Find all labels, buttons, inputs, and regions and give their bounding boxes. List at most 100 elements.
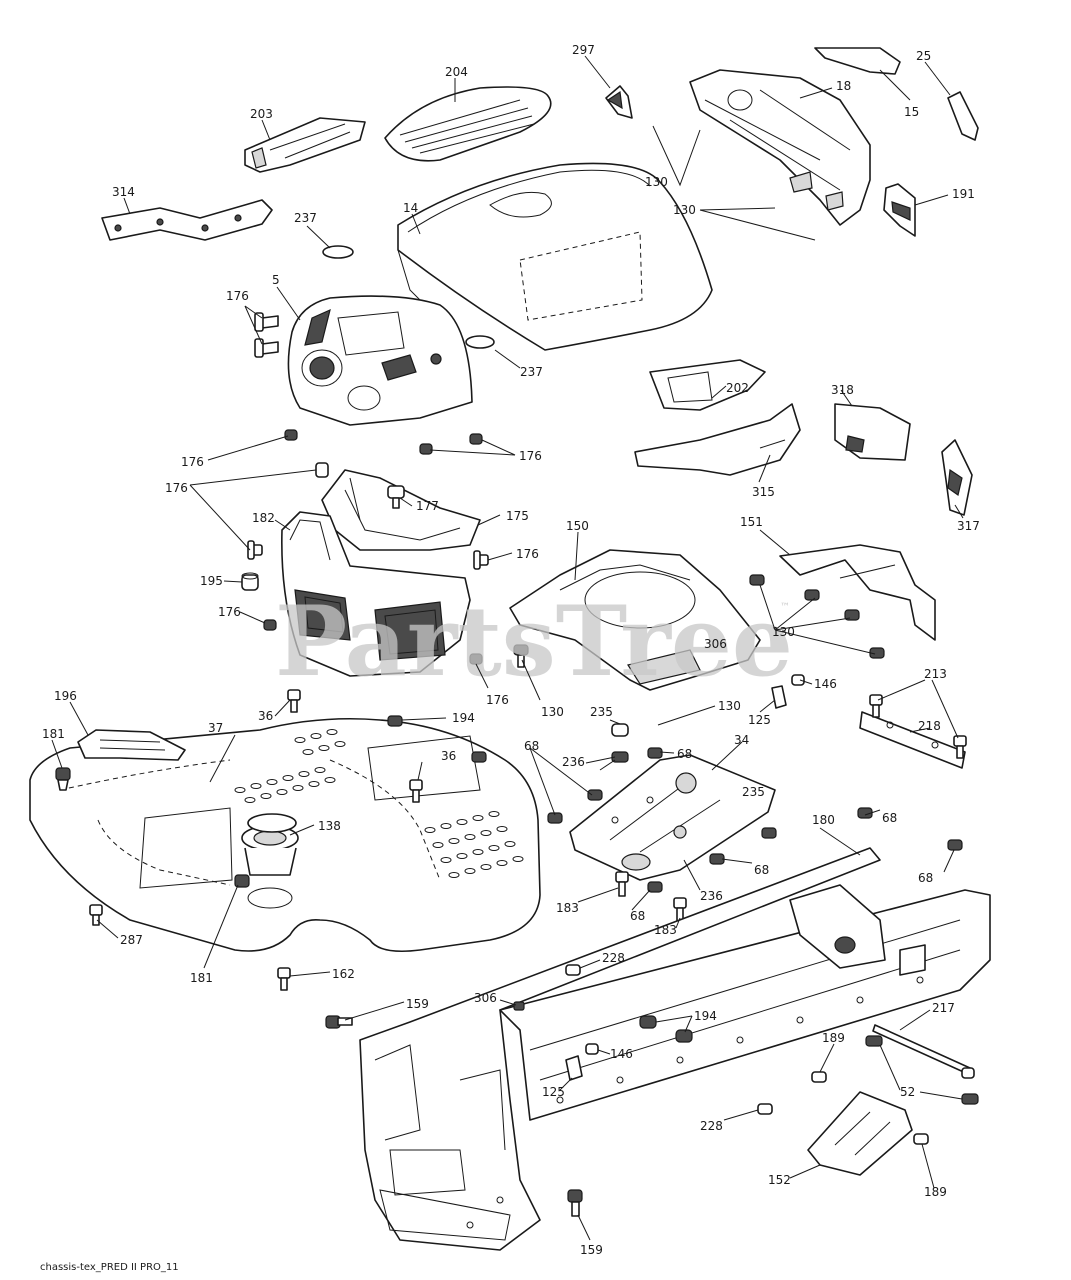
callout-236-b: 236 bbox=[700, 889, 723, 903]
callout-194-b: 194 bbox=[694, 1009, 717, 1023]
callout-68-d: 68 bbox=[754, 863, 769, 877]
part-36-bolts bbox=[287, 689, 423, 803]
callout-203: 203 bbox=[250, 107, 273, 121]
part-183-bolts bbox=[615, 871, 687, 923]
callout-176-e: 176 bbox=[516, 547, 539, 561]
part-130-bolts bbox=[513, 574, 885, 668]
watermark: PartsTree bbox=[275, 585, 793, 698]
callout-176-g: 176 bbox=[486, 693, 509, 707]
part-195-grommet bbox=[241, 572, 259, 591]
callout-228-b: 228 bbox=[700, 1119, 723, 1133]
callout-159-a: 159 bbox=[406, 997, 429, 1011]
callout-68-c: 68 bbox=[882, 811, 897, 825]
callout-194-a: 194 bbox=[452, 711, 475, 725]
callout-183-b: 183 bbox=[654, 923, 677, 937]
callout-159-b: 159 bbox=[580, 1243, 603, 1257]
callout-177: 177 bbox=[416, 499, 439, 513]
callout-306-b: 306 bbox=[474, 991, 497, 1005]
part-297-clip bbox=[605, 85, 633, 119]
watermark-trademark: ™ bbox=[780, 602, 790, 613]
part-202-panel bbox=[649, 359, 766, 411]
callout-176-b: 176 bbox=[181, 455, 204, 469]
vent-slots bbox=[234, 729, 524, 878]
part-204-cover bbox=[384, 86, 552, 162]
diagram-caption: chassis-tex_PRED II PRO_11 bbox=[40, 1262, 179, 1273]
callout-204: 204 bbox=[445, 65, 468, 79]
part-218-bracket bbox=[859, 711, 966, 769]
callout-236-a: 236 bbox=[562, 755, 585, 769]
callout-181-b: 181 bbox=[190, 971, 213, 985]
callout-125-b: 125 bbox=[542, 1085, 565, 1099]
part-191-bracket bbox=[883, 183, 916, 237]
part-203-bracket bbox=[244, 117, 366, 173]
part-15-trim bbox=[814, 47, 901, 75]
callout-196: 196 bbox=[54, 689, 77, 703]
callout-68-e: 68 bbox=[630, 909, 645, 923]
callout-176-d: 176 bbox=[165, 481, 188, 495]
part-235-spacers bbox=[611, 723, 629, 763]
part-189-bolts bbox=[811, 1071, 929, 1145]
callout-52: 52 bbox=[900, 1085, 915, 1099]
callout-176-a: 176 bbox=[226, 289, 249, 303]
callout-314: 314 bbox=[112, 185, 135, 199]
callout-5: 5 bbox=[272, 273, 280, 287]
callout-306-a: 306 bbox=[704, 637, 727, 651]
callout-125-a: 125 bbox=[748, 713, 771, 727]
callout-130-d: 130 bbox=[541, 705, 564, 719]
part-150-floor-pan bbox=[509, 549, 761, 691]
part-315-trim bbox=[634, 403, 801, 476]
callout-15: 15 bbox=[904, 105, 919, 119]
callout-36-a: 36 bbox=[258, 709, 273, 723]
callout-180: 180 bbox=[812, 813, 835, 827]
part-125-clip bbox=[771, 685, 787, 709]
part-68-bolts bbox=[547, 747, 963, 893]
part-182-grille bbox=[281, 511, 471, 677]
part-181-fasteners bbox=[55, 767, 250, 888]
callout-18: 18 bbox=[836, 79, 851, 93]
callout-235-b: 235 bbox=[742, 785, 765, 799]
part-175-bracket bbox=[321, 469, 481, 551]
callout-138: 138 bbox=[318, 819, 341, 833]
callout-146-b: 146 bbox=[610, 1047, 633, 1061]
callout-68-f: 68 bbox=[918, 871, 933, 885]
callout-237-a: 237 bbox=[294, 211, 317, 225]
part-180-frame bbox=[359, 847, 991, 1251]
callout-317: 317 bbox=[957, 519, 980, 533]
part-152-guard bbox=[807, 1091, 913, 1176]
callout-176-c: 176 bbox=[519, 449, 542, 463]
callout-287: 287 bbox=[120, 933, 143, 947]
part-34-plate bbox=[569, 754, 776, 881]
callout-228-a: 228 bbox=[602, 951, 625, 965]
part-146-clip-b bbox=[585, 1043, 599, 1055]
callout-68-b: 68 bbox=[524, 739, 539, 753]
callout-162: 162 bbox=[332, 967, 355, 981]
callout-150: 150 bbox=[566, 519, 589, 533]
callout-297: 297 bbox=[572, 43, 595, 57]
part-177-knob bbox=[387, 485, 405, 509]
part-314-strip bbox=[101, 199, 273, 241]
callout-176-f: 176 bbox=[218, 605, 241, 619]
callout-237-b: 237 bbox=[520, 365, 543, 379]
part-138-boot bbox=[247, 813, 297, 833]
part-14-hood bbox=[397, 162, 713, 351]
callout-130-e: 130 bbox=[718, 699, 741, 713]
callout-318: 318 bbox=[831, 383, 854, 397]
callout-146-a: 146 bbox=[814, 677, 837, 691]
callout-175: 175 bbox=[506, 509, 529, 523]
callout-151: 151 bbox=[740, 515, 763, 529]
callout-315: 315 bbox=[752, 485, 775, 499]
leader-lines bbox=[51, 55, 964, 1241]
part-318-cover bbox=[834, 403, 911, 461]
part-194-nuts bbox=[387, 715, 487, 763]
part-217-link bbox=[865, 1024, 979, 1105]
callout-181-a: 181 bbox=[42, 727, 65, 741]
callout-36-b: 36 bbox=[441, 749, 456, 763]
part-287-bolt bbox=[89, 904, 103, 926]
callout-195: 195 bbox=[200, 574, 223, 588]
callout-202: 202 bbox=[726, 381, 749, 395]
callout-217: 217 bbox=[932, 1001, 955, 1015]
part-146-clip bbox=[791, 674, 805, 686]
callout-34: 34 bbox=[734, 733, 749, 747]
callout-25: 25 bbox=[916, 49, 931, 63]
